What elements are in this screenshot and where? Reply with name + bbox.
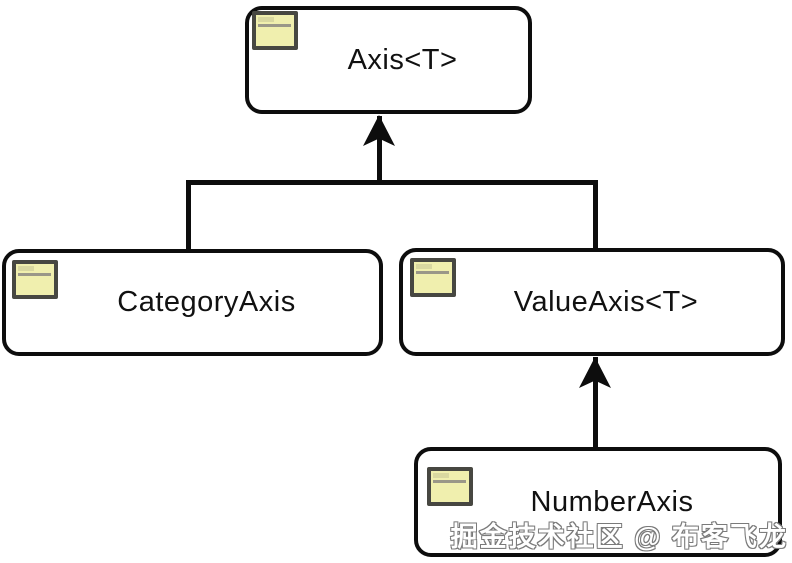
watermark-text: 掘金技术社区 @ 布客飞龙	[450, 521, 788, 553]
note-title-stripe	[258, 17, 274, 22]
note-icon	[252, 11, 298, 50]
class-box-categoryaxis: CategoryAxis	[2, 249, 383, 356]
note-rule-line	[18, 273, 51, 276]
inheritance-edge-shaft-to-axis	[377, 116, 382, 184]
note-rule-line	[258, 24, 291, 27]
note-rule-line	[433, 480, 466, 483]
note-icon	[410, 258, 456, 297]
inheritance-edge-shaft-numberaxis	[593, 357, 598, 448]
inheritance-edge-drop-categoryaxis	[186, 180, 191, 250]
inheritance-edge-drop-valueaxis	[593, 180, 598, 250]
note-icon	[427, 467, 473, 506]
class-label-valueaxis: ValueAxis<T>	[513, 285, 699, 318]
note-title-stripe	[416, 264, 432, 269]
class-box-numberaxis: NumberAxis	[414, 447, 782, 557]
note-title-stripe	[18, 266, 34, 271]
class-box-axis: Axis<T>	[245, 6, 532, 114]
note-rule-line	[416, 271, 449, 274]
class-box-valueaxis: ValueAxis<T>	[399, 248, 785, 356]
class-label-axis: Axis<T>	[347, 43, 458, 76]
note-title-stripe	[433, 473, 449, 478]
inheritance-edge-bus	[186, 180, 598, 185]
class-label-numberaxis: NumberAxis	[530, 485, 694, 518]
note-icon	[12, 260, 58, 299]
class-label-categoryaxis: CategoryAxis	[117, 286, 296, 318]
